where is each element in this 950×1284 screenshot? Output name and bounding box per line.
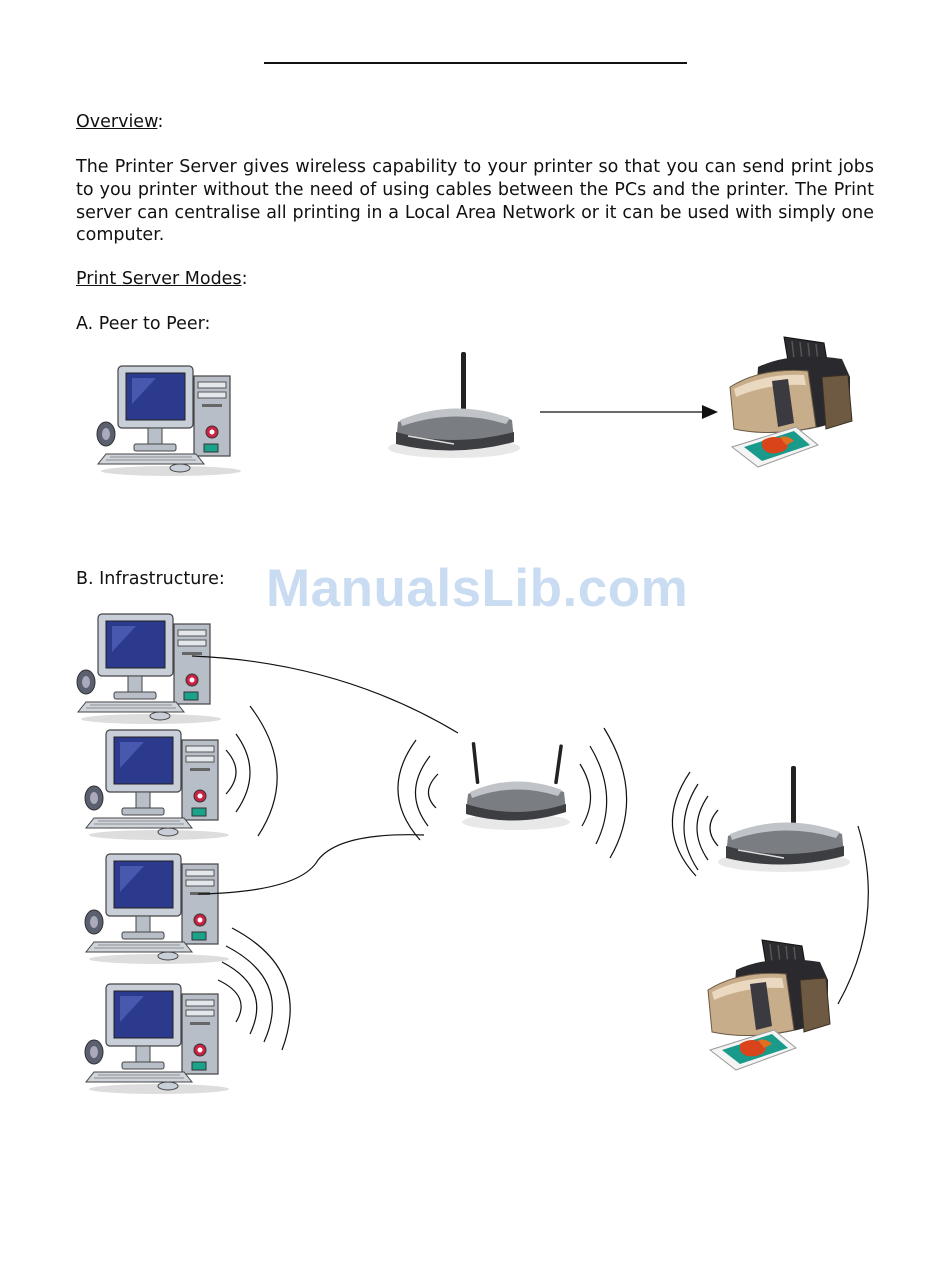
wireless-waves-computer-4 xyxy=(217,927,291,1051)
peer-to-peer-label: A. Peer to Peer: xyxy=(76,314,211,334)
infra-computer-2-icon xyxy=(84,729,230,841)
title-rule xyxy=(264,62,687,64)
infra-computer-4-icon xyxy=(84,983,230,1095)
cable-line-3 xyxy=(837,825,869,1005)
cable-line-2 xyxy=(197,834,425,895)
cable-line-1 xyxy=(191,655,459,734)
peer-arrow-head xyxy=(702,405,718,419)
overview-paragraph: The Printer Server gives wireless capabi… xyxy=(76,157,874,246)
infra-computer-1-icon xyxy=(76,613,222,725)
infra-printer-icon xyxy=(707,939,831,1071)
infrastructure-label: B. Infrastructure: xyxy=(76,569,225,589)
modes-heading: Print Server Modes: xyxy=(76,269,248,289)
wireless-waves-router-left xyxy=(397,739,439,841)
infra-print-server-icon xyxy=(717,765,851,873)
infra-computer-3-icon xyxy=(84,853,230,965)
wireless-waves-router-right xyxy=(579,727,628,859)
wireless-waves-computer-2 xyxy=(225,705,278,837)
peer-printer-icon xyxy=(729,336,853,468)
overview-heading: Overview: xyxy=(76,112,164,132)
watermark: ManualsLib.com xyxy=(266,559,689,618)
peer-computer-icon xyxy=(96,365,242,477)
peer-router-icon xyxy=(387,351,521,459)
infra-router-icon xyxy=(462,741,570,830)
wireless-waves-print-server xyxy=(671,771,719,877)
